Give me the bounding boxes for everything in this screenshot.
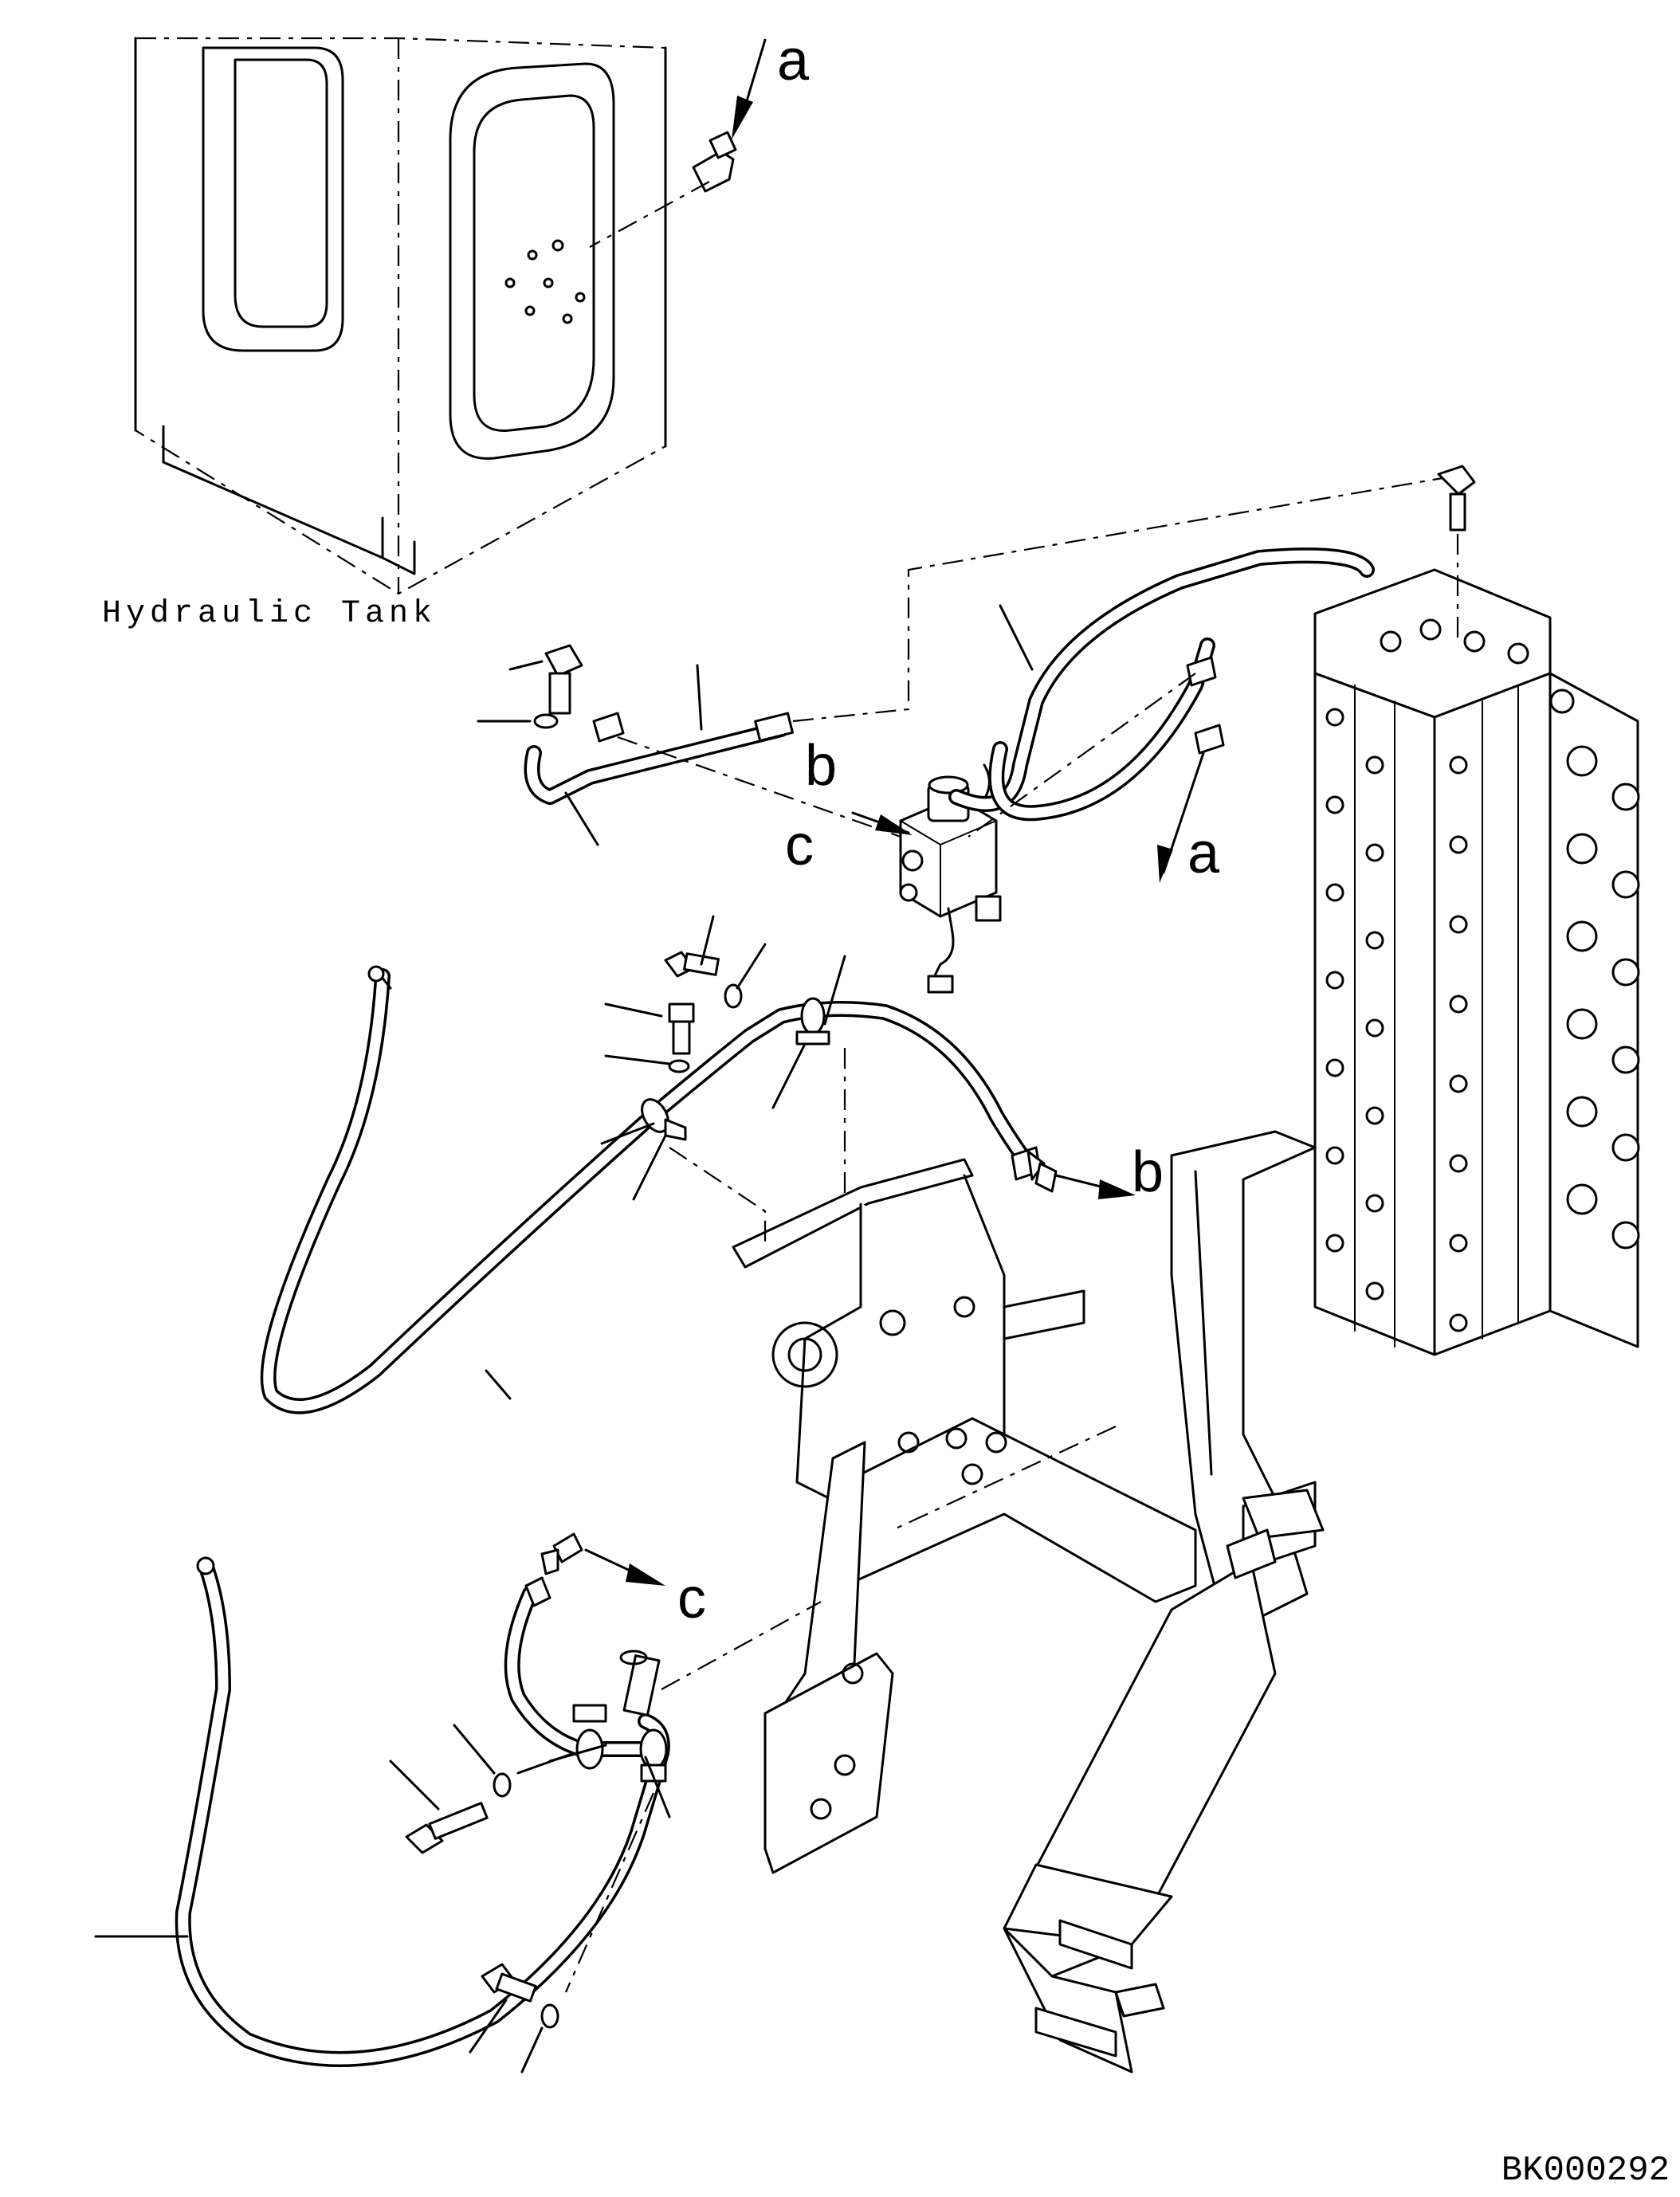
washer-icon — [668, 1059, 690, 1073]
valve-ports — [1325, 618, 1529, 1332]
bolt-icon — [405, 1802, 489, 1854]
hose-fitting — [754, 712, 794, 742]
callout-a-top: a — [777, 29, 810, 92]
clamp — [641, 1098, 687, 1141]
hose-end-fitting — [367, 965, 385, 983]
hydraulic-tank-icon — [134, 37, 667, 595]
washer-icon — [493, 1772, 512, 1798]
hose-icon — [175, 1562, 670, 2067]
washer-icon — [540, 2003, 559, 2029]
bolt-icon — [481, 1963, 537, 2003]
hose-fitting — [1186, 656, 1217, 687]
callout-a-right: a — [1187, 822, 1220, 885]
washer-icon — [724, 983, 743, 1009]
drawing-id: BK000292 — [1501, 2151, 1670, 2191]
callout-b-valve: b — [805, 734, 837, 798]
bolt-icon — [544, 644, 583, 715]
hose-fitting — [1194, 724, 1225, 755]
hose-icon — [948, 547, 1375, 822]
clamp — [795, 997, 830, 1046]
clamp — [572, 1704, 607, 1770]
hose-end-fitting — [196, 1556, 215, 1575]
clamp — [639, 1728, 668, 1783]
elbow-fitting-icon — [1034, 1162, 1058, 1193]
valve-spool-caps — [1549, 689, 1640, 1250]
control-valve-icon — [1313, 568, 1640, 1356]
hydraulic-tank-label: Hydraulic Tank — [102, 596, 437, 632]
callout-c-lower: c — [677, 1567, 706, 1630]
elbow-fitting-icon — [1437, 465, 1476, 532]
bolt-icon — [664, 951, 720, 978]
hose-icon — [260, 968, 1040, 1414]
hose-fitting — [524, 1576, 551, 1607]
bolt-icon — [668, 1002, 695, 1055]
frame-bracket-icon — [732, 1130, 1325, 2073]
elbow-fitting-icon — [692, 131, 737, 193]
elbow-fitting-icon — [540, 1532, 583, 1575]
spacer-top — [619, 1650, 648, 1665]
callout-c-valve: c — [785, 814, 814, 877]
hose-icon — [524, 721, 789, 805]
elbow-fitting-icon — [592, 712, 625, 743]
callout-b-lower: b — [1132, 1140, 1164, 1204]
washer-icon — [533, 713, 559, 729]
